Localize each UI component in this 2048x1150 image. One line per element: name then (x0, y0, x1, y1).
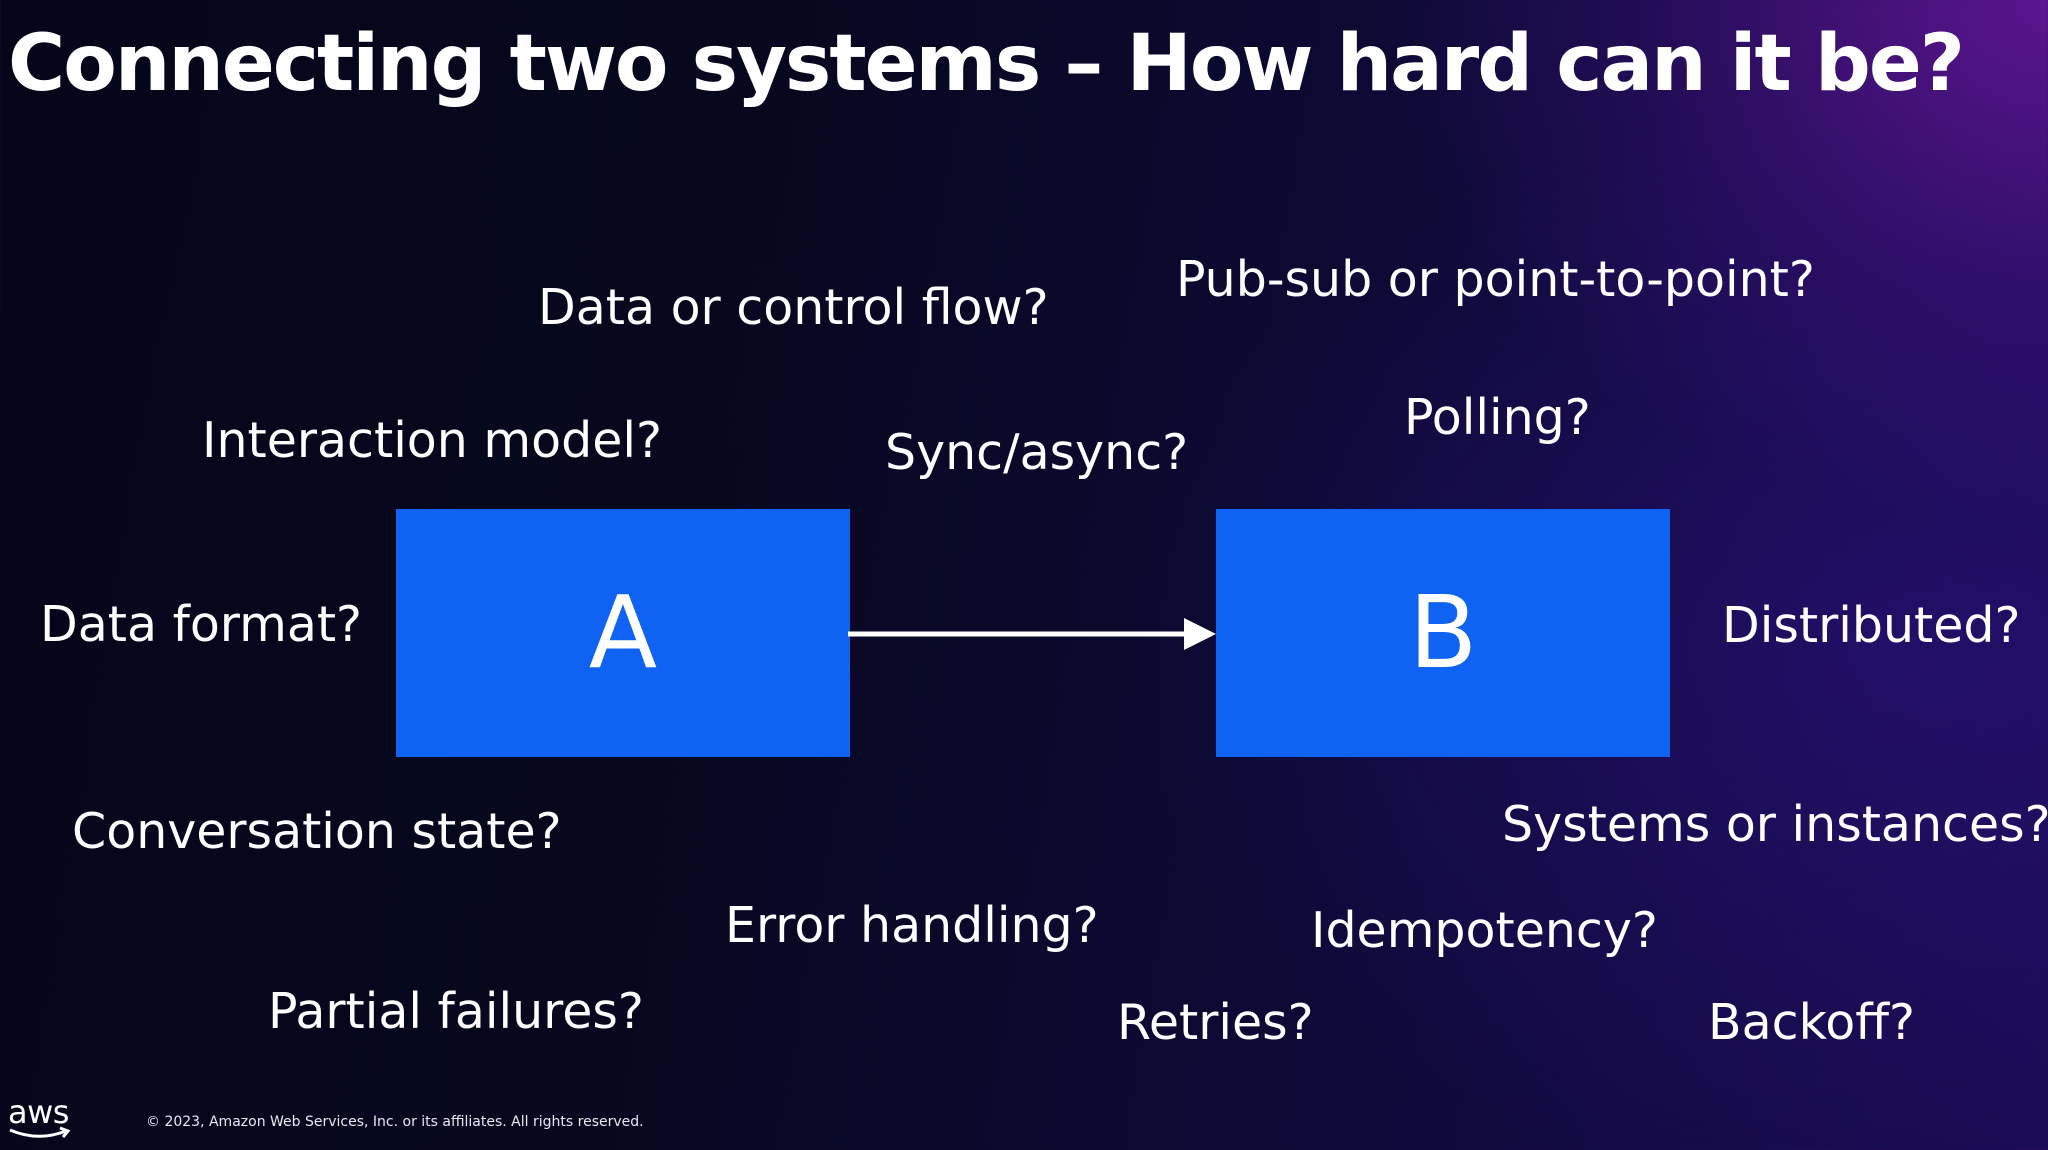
question-error-handling: Error handling? (725, 897, 1099, 954)
arrow-head (1184, 618, 1216, 650)
copyright-notice: © 2023, Amazon Web Services, Inc. or its… (146, 1114, 644, 1130)
question-pub-sub: Pub-sub or point-to-point? (1176, 251, 1815, 308)
system-a-label: A (588, 574, 658, 691)
question-idempotency: Idempotency? (1311, 902, 1658, 959)
question-conversation-state: Conversation state? (72, 803, 562, 860)
question-data-or-control-flow: Data or control flow? (538, 279, 1049, 336)
question-sync-async: Sync/async? (885, 424, 1189, 481)
question-retries: Retries? (1117, 994, 1314, 1051)
arrow-a-to-b (848, 618, 1216, 650)
system-b-box: B (1216, 509, 1670, 757)
question-backoff: Backoff? (1708, 994, 1915, 1051)
system-b-label: B (1408, 574, 1478, 691)
question-distributed: Distributed? (1722, 597, 2021, 654)
question-systems-or-instances: Systems or instances? (1502, 796, 2048, 853)
question-interaction-model: Interaction model? (202, 412, 662, 469)
question-data-format: Data format? (40, 596, 363, 653)
question-polling: Polling? (1404, 389, 1591, 446)
aws-smile-icon (9, 1126, 71, 1138)
system-a-box: A (396, 509, 850, 757)
question-partial-failures: Partial failures? (268, 983, 644, 1040)
aws-logo: aws (8, 1093, 69, 1131)
slide-title: Connecting two systems – How hard can it… (8, 19, 1965, 109)
